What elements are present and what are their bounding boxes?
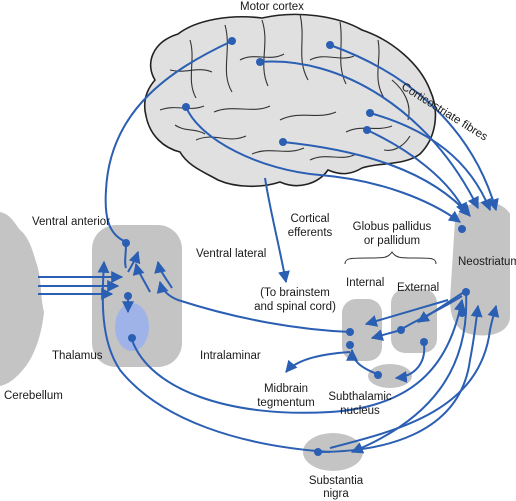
globus-pallidus-bracket	[344, 251, 437, 265]
thalamus-shape	[92, 225, 182, 367]
motor-cortex-label: Motor cortex	[240, 1, 304, 13]
external-label: External	[397, 282, 440, 294]
cerebellum-label: Cerebellum	[4, 390, 63, 402]
globus-pallidus-label-line1: Globus pallidus	[352, 221, 432, 233]
brainstem-label-line2: and spinal cord)	[254, 301, 336, 313]
midbrain-tegmentum-label-line2: tegmentum	[257, 397, 315, 409]
brainstem-label-line1: (To brainstem	[260, 287, 330, 299]
ventral-anterior-label: Ventral anterior	[32, 216, 110, 228]
midbrain-tegmentum-label-line1: Midbrain	[263, 383, 309, 395]
globus-pallidus-label-line2: or pallidum	[363, 235, 421, 247]
globus-pallidus-external-shape	[391, 289, 437, 353]
internal-label: Internal	[346, 277, 385, 289]
subthalamic-nucleus-label-line2: nucleus	[340, 405, 380, 417]
brain-illustration	[143, 13, 437, 188]
subthalamic-nucleus-label-line1: Subthalamic	[328, 391, 392, 403]
thalamus-label: Thalamus	[52, 350, 103, 362]
cortical-efferents-label-line1: Cortical	[290, 213, 330, 225]
substantia-nigra-label-line1: Substantia	[308, 475, 364, 487]
ventral-lateral-label: Ventral lateral	[196, 248, 267, 260]
substantia-nigra-label-line2: nigra	[323, 488, 349, 500]
cortical-efferents-label-line2: efferents	[287, 227, 333, 239]
cerebellum-shape	[0, 212, 44, 386]
intralaminar-nucleus-shape	[115, 303, 149, 351]
intralaminar-label: Intralaminar	[200, 350, 261, 362]
neostriatum-label: Neostriatum	[458, 256, 516, 268]
